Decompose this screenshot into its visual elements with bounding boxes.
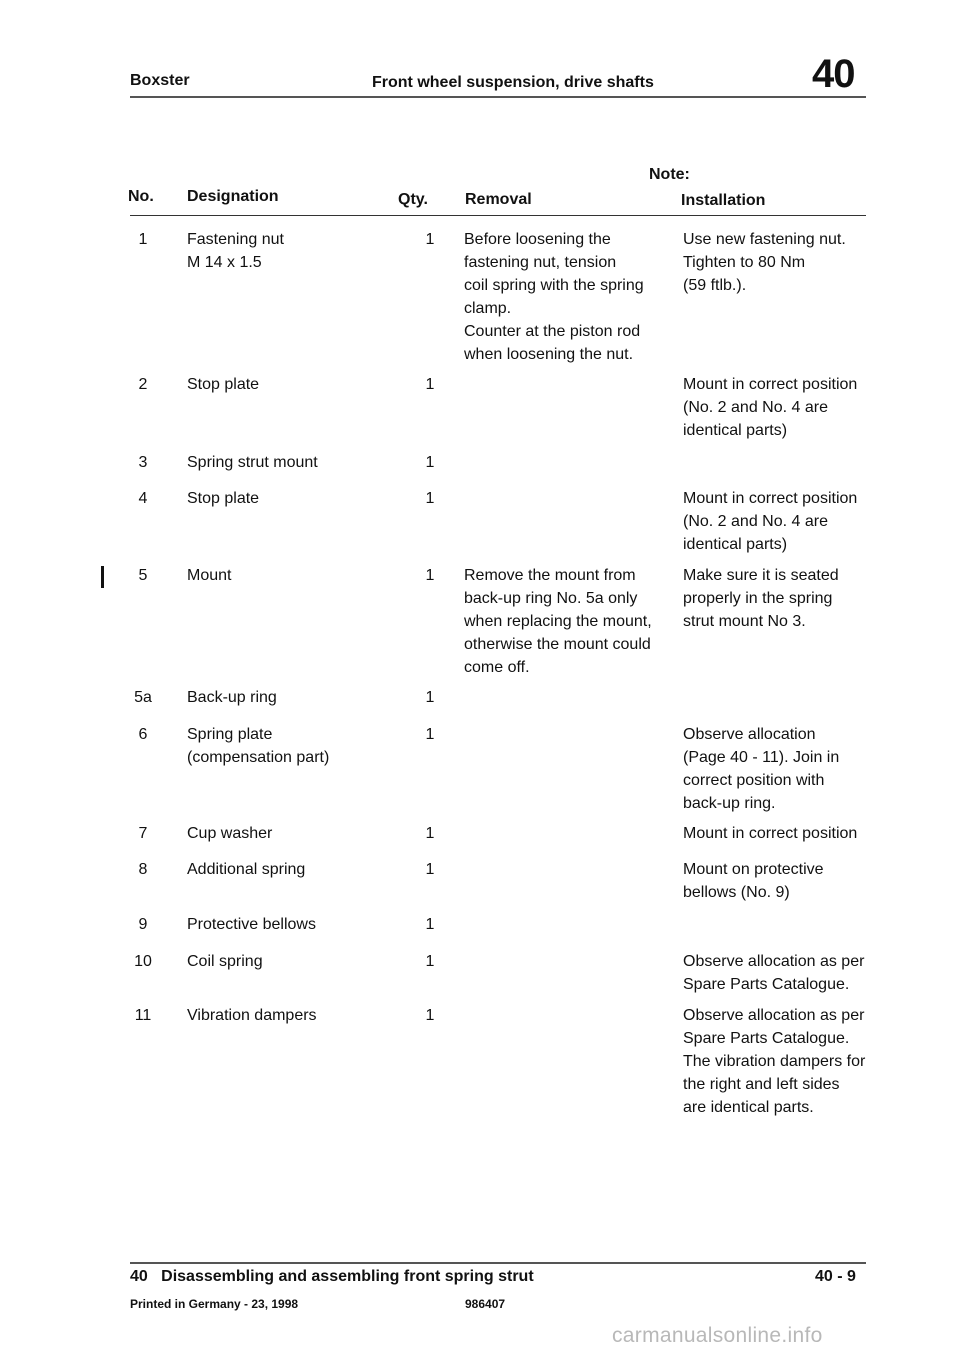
col-header-designation: Designation [187, 188, 279, 205]
row-no: 9 [138, 916, 148, 933]
row-qty: 1 [425, 953, 435, 970]
row-qty: 1 [425, 231, 435, 248]
row-qty: 1 [425, 1007, 435, 1024]
row-no: 4 [138, 490, 148, 507]
row-removal-note: Remove the mount from back-up ring No. 5… [464, 567, 652, 676]
row-designation: Vibration dampers [187, 1007, 317, 1024]
row-installation-note: Mount in correct position [683, 825, 858, 842]
row-designation: Stop plate [187, 376, 260, 393]
header-section-number: 40 [812, 52, 855, 96]
row-no: 10 [134, 953, 152, 970]
row-qty: 1 [425, 454, 435, 471]
row-installation-note: Mount on protective bellows (No. 9) [683, 861, 824, 901]
col-header-qty: Qty. [398, 191, 428, 208]
table-header-divider [130, 215, 866, 216]
header-chapter-title: Front wheel suspension, drive shafts [372, 74, 654, 91]
row-designation: Back-up ring [187, 689, 277, 706]
row-designation: Stop plate [187, 490, 260, 507]
row-installation-note: Use new fastening nut. Tighten to 80 Nm … [683, 231, 846, 294]
row-designation: Additional spring [187, 861, 306, 878]
row-qty: 1 [425, 490, 435, 507]
row-qty: 1 [425, 567, 435, 584]
row-installation-note: Mount in correct position (No. 2 and No.… [683, 490, 858, 553]
footer-title: 40 Disassembling and assembling front sp… [130, 1268, 534, 1286]
revision-change-bar [101, 566, 104, 588]
row-qty: 1 [425, 376, 435, 393]
print-info: Printed in Germany - 23, 1998 [130, 1297, 299, 1311]
row-designation: Fastening nut M 14 x 1.5 [187, 231, 284, 271]
row-qty: 1 [425, 689, 435, 706]
row-designation: Protective bellows [187, 916, 316, 933]
watermark-text: carmanualsonline.info [612, 1324, 823, 1347]
row-designation: Spring strut mount [187, 454, 318, 471]
col-header-installation: Installation [681, 192, 766, 209]
row-qty: 1 [425, 916, 435, 933]
row-qty: 1 [425, 825, 435, 842]
row-designation: Spring plate (compensation part) [187, 726, 330, 766]
row-qty: 1 [425, 861, 435, 878]
row-designation: Mount [187, 567, 232, 584]
footer-section-title: Disassembling and assembling front sprin… [161, 1268, 534, 1285]
row-installation-note: Observe allocation as per Spare Parts Ca… [683, 953, 865, 993]
row-installation-note: Observe allocation (Page 40 - 11). Join … [683, 726, 840, 812]
col-header-note: Note: [649, 166, 690, 183]
col-header-no: No. [128, 188, 154, 205]
row-qty: 1 [425, 726, 435, 743]
row-installation-note: Observe allocation as per Spare Parts Ca… [683, 1007, 866, 1116]
header-divider [130, 96, 866, 98]
row-no: 7 [138, 825, 148, 842]
row-no: 5a [134, 689, 152, 706]
row-designation: Coil spring [187, 953, 263, 970]
row-no: 3 [138, 454, 148, 471]
row-no: 5 [138, 567, 148, 584]
row-designation: Cup washer [187, 825, 273, 842]
row-no: 11 [134, 1007, 152, 1024]
col-header-removal: Removal [465, 191, 532, 208]
footer-section-number: 40 [130, 1268, 148, 1285]
header-model: Boxster [130, 72, 190, 89]
row-no: 6 [138, 726, 148, 743]
document-code: 986407 [465, 1297, 506, 1311]
page-number: 40 - 9 [815, 1268, 856, 1285]
row-installation-note: Make sure it is seated properly in the s… [683, 567, 839, 630]
row-removal-note: Before loosening the fastening nut, tens… [464, 231, 644, 363]
row-no: 8 [138, 861, 148, 878]
row-no: 2 [138, 376, 148, 393]
row-no: 1 [138, 231, 148, 248]
row-installation-note: Mount in correct position (No. 2 and No.… [683, 376, 858, 439]
footer-divider [130, 1262, 866, 1264]
